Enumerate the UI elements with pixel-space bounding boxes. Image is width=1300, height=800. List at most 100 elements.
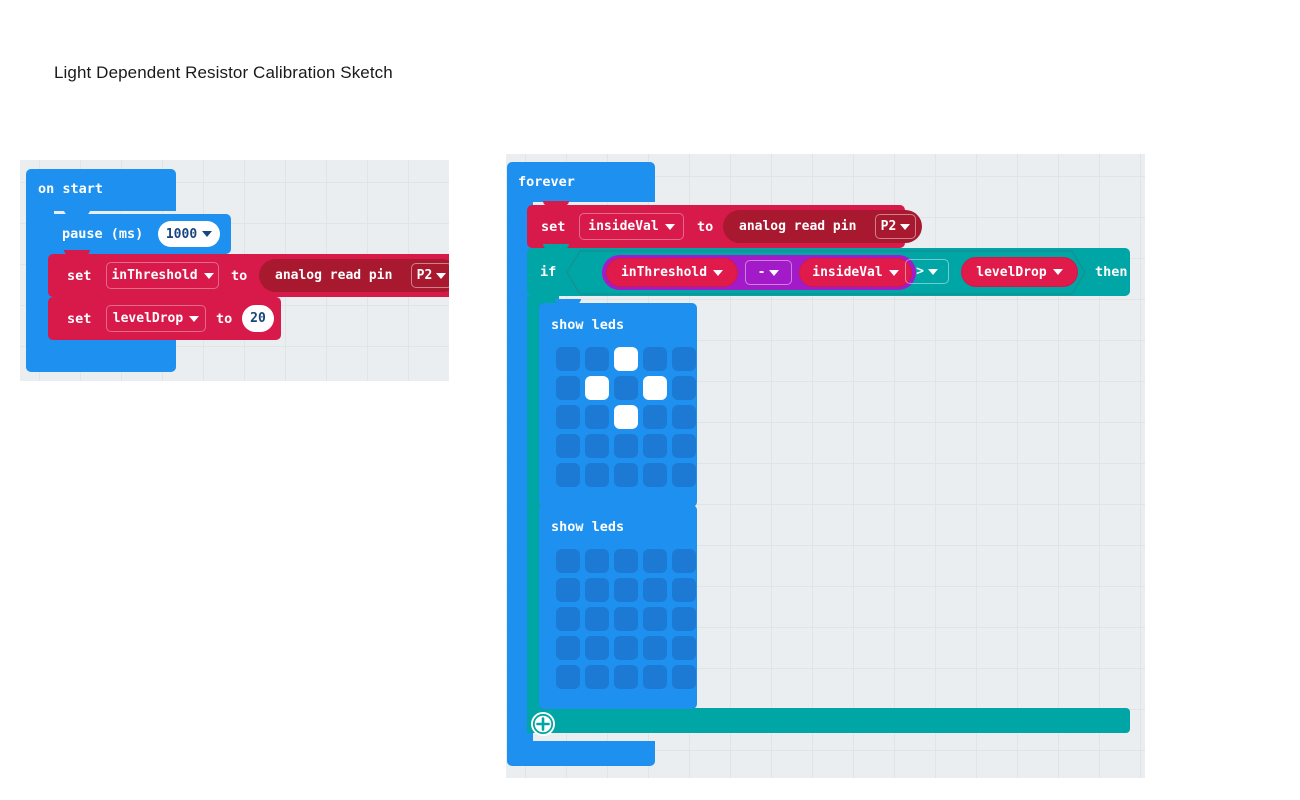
led-cell-1-3[interactable] xyxy=(643,578,667,602)
led-cell-3-1[interactable] xyxy=(585,434,609,458)
led-cell-2-1[interactable] xyxy=(585,607,609,631)
led-cell-1-2[interactable] xyxy=(614,376,638,400)
led-cell-1-3[interactable] xyxy=(643,376,667,400)
led-cell-1-0[interactable] xyxy=(556,578,580,602)
set-inthreshold-notch xyxy=(64,250,90,255)
led-cell-4-4[interactable] xyxy=(672,665,696,689)
led-cell-4-0[interactable] xyxy=(556,463,580,487)
led-cell-1-1[interactable] xyxy=(585,376,609,400)
leveldrop-dropdown-icon[interactable] xyxy=(189,315,200,322)
led-matrix-2[interactable] xyxy=(556,549,696,689)
forever-hat-block[interactable]: forever xyxy=(507,162,655,202)
if-block-header[interactable]: if then inThreshold - xyxy=(527,244,1130,296)
leveldrop-reporter[interactable]: levelDrop xyxy=(961,257,1078,287)
to-label-2: to xyxy=(216,311,233,327)
set-leveldrop-block[interactable]: set levelDrop to 20 xyxy=(48,293,281,340)
led-cell-1-1[interactable] xyxy=(585,578,609,602)
if-block-footer xyxy=(527,708,1130,733)
led-cell-0-1[interactable] xyxy=(585,347,609,371)
led-cell-4-3[interactable] xyxy=(643,463,667,487)
led-cell-2-4[interactable] xyxy=(672,607,696,631)
operator-dropdown-icon[interactable] xyxy=(769,269,780,276)
pause-value-field[interactable]: 1000 xyxy=(158,221,220,247)
led-cell-0-4[interactable] xyxy=(672,347,696,371)
set-inthreshold-block[interactable]: set inThreshold to analog read pin P2 xyxy=(48,250,449,297)
led-cell-4-4[interactable] xyxy=(672,463,696,487)
pin-dropdown-icon-2[interactable] xyxy=(900,223,911,230)
comparator-dropdown-icon[interactable] xyxy=(927,268,938,275)
inthreshold-reporter[interactable]: inThreshold xyxy=(606,258,738,287)
led-cell-2-1[interactable] xyxy=(585,405,609,429)
pause-block[interactable]: pause (ms) 1000 xyxy=(48,210,231,254)
led-cell-3-0[interactable] xyxy=(556,434,580,458)
led-cell-2-2[interactable] xyxy=(614,405,638,429)
analog-read-pin-reporter-2[interactable]: analog read pin P2 xyxy=(723,210,922,243)
leveldrop-reporter-dropdown-icon[interactable] xyxy=(1052,269,1063,275)
led-cell-3-2[interactable] xyxy=(614,636,638,660)
led-cell-2-0[interactable] xyxy=(556,607,580,631)
on-start-hat-block[interactable]: on start xyxy=(26,169,176,211)
led-cell-1-2[interactable] xyxy=(614,578,638,602)
comparator-field[interactable]: > xyxy=(905,259,949,284)
show-leds-block-2[interactable]: show leds xyxy=(539,501,697,709)
led-cell-4-2[interactable] xyxy=(614,665,638,689)
led-cell-4-1[interactable] xyxy=(585,665,609,689)
led-cell-2-3[interactable] xyxy=(643,405,667,429)
led-cell-2-3[interactable] xyxy=(643,607,667,631)
led-cell-3-2[interactable] xyxy=(614,434,638,458)
led-cell-3-3[interactable] xyxy=(643,434,667,458)
leveldrop-number-field[interactable]: 20 xyxy=(242,305,274,332)
analog-read-pin-label-2: analog read pin xyxy=(739,219,857,234)
pin-value-2: P2 xyxy=(880,219,897,234)
led-cell-3-1[interactable] xyxy=(585,636,609,660)
led-cell-2-2[interactable] xyxy=(614,607,638,631)
leveldrop-reporter-label: levelDrop xyxy=(976,264,1047,280)
led-cell-4-2[interactable] xyxy=(614,463,638,487)
pin-field-2[interactable]: P2 xyxy=(875,214,916,239)
led-cell-4-1[interactable] xyxy=(585,463,609,487)
on-start-canvas[interactable]: on start pause (ms) 1000 set inThreshold… xyxy=(20,160,449,381)
pause-dropdown-icon[interactable] xyxy=(202,231,213,237)
set-insideval-block[interactable]: set insideVal to analog read pin P2 xyxy=(527,201,922,248)
led-cell-0-0[interactable] xyxy=(556,347,580,371)
plus-icon[interactable] xyxy=(531,712,555,736)
led-cell-3-0[interactable] xyxy=(556,636,580,660)
show-leds-block-1[interactable]: show leds xyxy=(539,299,697,507)
show-leds-notch-1 xyxy=(555,299,581,304)
led-cell-2-4[interactable] xyxy=(672,405,696,429)
operator-field[interactable]: - xyxy=(745,260,792,285)
inthreshold-dropdown-icon[interactable] xyxy=(203,272,214,279)
insideval-variable-field[interactable]: insideVal xyxy=(579,213,684,240)
led-matrix-1[interactable] xyxy=(556,347,696,487)
analog-read-pin-reporter[interactable]: analog read pin P2 xyxy=(259,259,449,292)
led-cell-3-3[interactable] xyxy=(643,636,667,660)
pin-dropdown-icon[interactable] xyxy=(436,272,447,279)
inthreshold-variable-field[interactable]: inThreshold xyxy=(106,262,219,289)
led-cell-0-4[interactable] xyxy=(672,549,696,573)
led-cell-0-2[interactable] xyxy=(614,347,638,371)
led-cell-3-4[interactable] xyxy=(672,636,696,660)
inthreshold-reporter-dropdown-icon[interactable] xyxy=(713,269,724,276)
led-cell-0-2[interactable] xyxy=(614,549,638,573)
leveldrop-variable-field[interactable]: levelDrop xyxy=(106,305,206,332)
led-cell-1-0[interactable] xyxy=(556,376,580,400)
led-cell-0-3[interactable] xyxy=(643,347,667,371)
forever-canvas[interactable]: forever set insideVal to analog read pin… xyxy=(506,154,1145,778)
subtract-reporter[interactable]: inThreshold - insideVal xyxy=(602,255,916,290)
led-cell-0-3[interactable] xyxy=(643,549,667,573)
led-cell-0-0[interactable] xyxy=(556,549,580,573)
set-label-3: set xyxy=(541,219,566,235)
led-cell-4-0[interactable] xyxy=(556,665,580,689)
led-cell-2-0[interactable] xyxy=(556,405,580,429)
led-cell-0-1[interactable] xyxy=(585,549,609,573)
insideval-reporter-dropdown-icon[interactable] xyxy=(888,269,899,276)
on-start-label: on start xyxy=(38,181,104,197)
pin-field[interactable]: P2 xyxy=(411,263,449,288)
led-cell-1-4[interactable] xyxy=(672,376,696,400)
led-cell-3-4[interactable] xyxy=(672,434,696,458)
led-cell-4-3[interactable] xyxy=(643,665,667,689)
led-cell-1-4[interactable] xyxy=(672,578,696,602)
insideval-dropdown-icon[interactable] xyxy=(664,223,675,230)
page-title: Light Dependent Resistor Calibration Ske… xyxy=(54,63,393,82)
insideval-reporter[interactable]: insideVal xyxy=(799,258,912,287)
